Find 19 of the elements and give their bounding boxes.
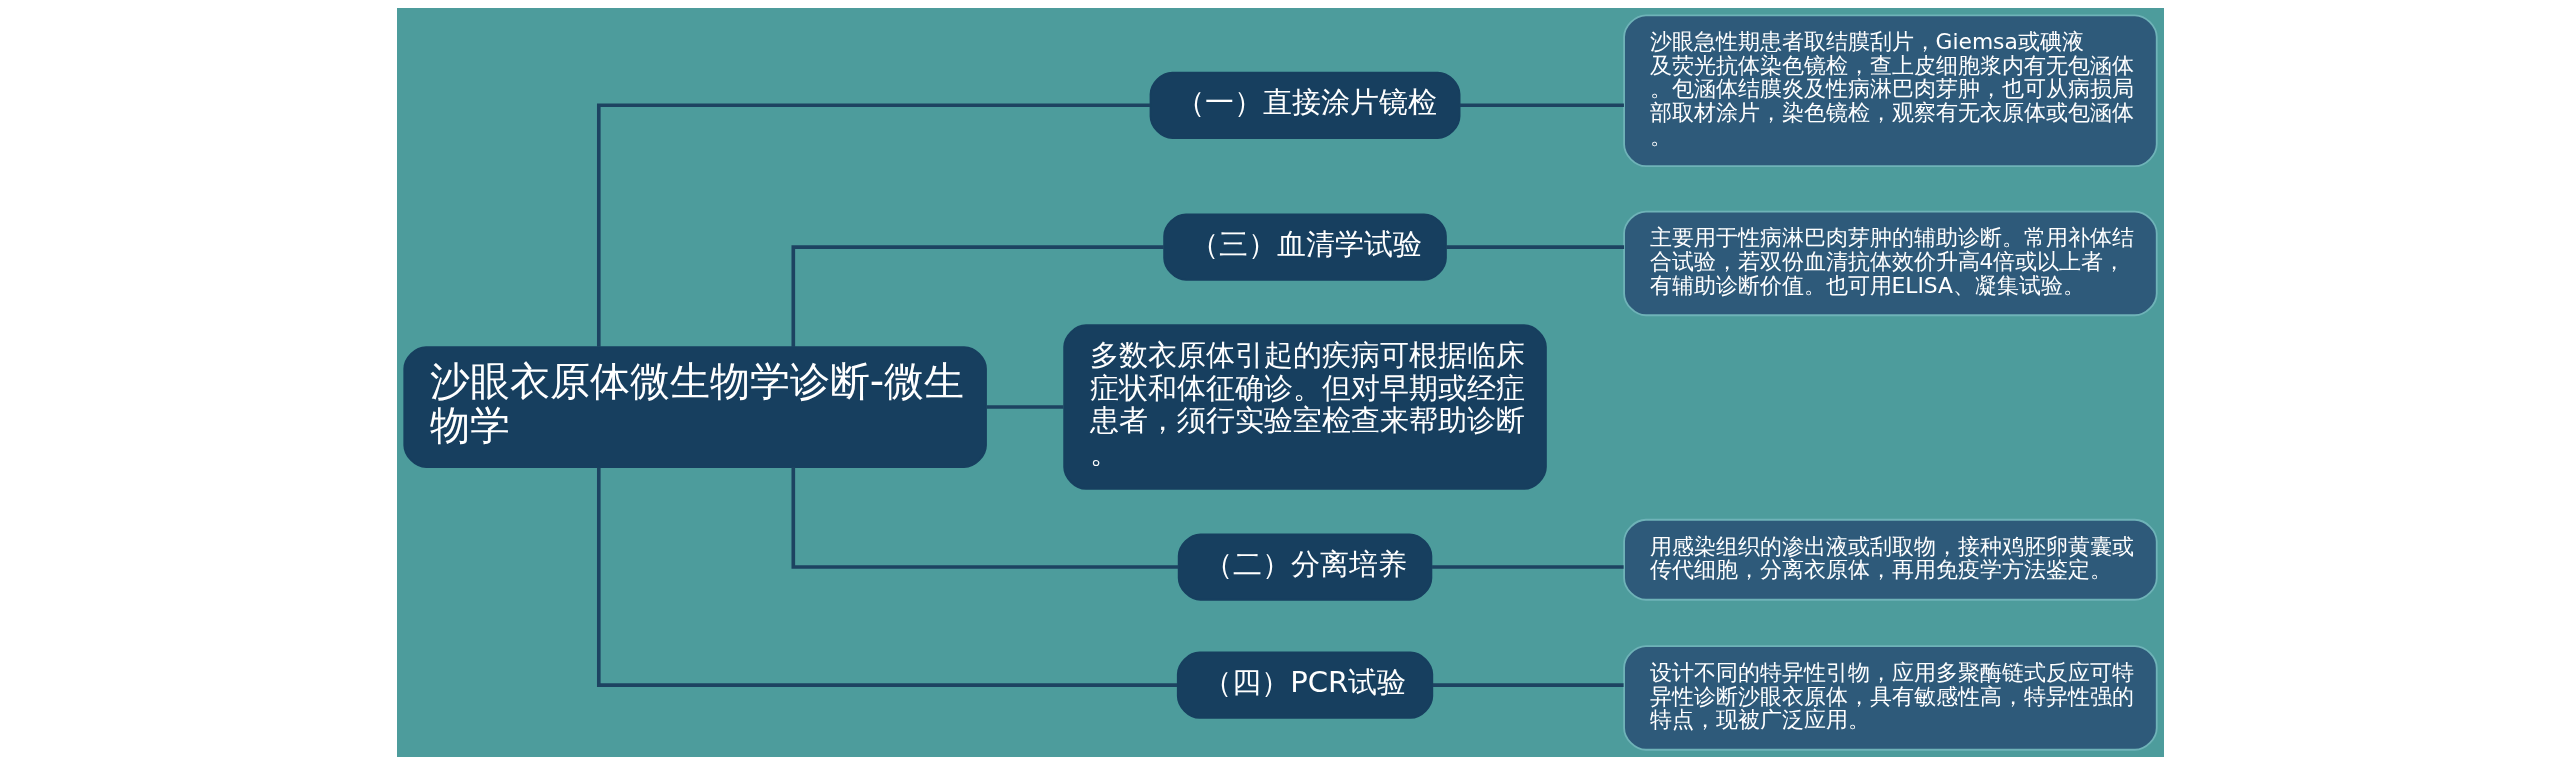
node-box: 主要用于性病淋巴肉芽肿的辅助诊断。常用补体结合试验，若双份血清抗体效价升高4倍或以上者，有辅助诊断价值。也可用ELISA、凝集试验。 <box>1622 210 2158 317</box>
connector <box>1459 103 1624 108</box>
node-box: 设计不同的特异性引物，应用多聚酶链式反应可特异性诊断沙眼衣原体，具有敏感性高，特异性强的特点，现被广泛应用。 <box>1622 645 2158 751</box>
node-box: （四）PCR试验 <box>1176 651 1433 719</box>
connector <box>986 405 1063 409</box>
connector <box>1432 683 1624 687</box>
node-box: 用感染组织的渗出液或刮取物，接种鸡胚卵黄囊或传代细胞，分离衣原体，再用免疫学方法鉴定。 <box>1622 518 2158 601</box>
connector <box>596 467 1177 687</box>
connector <box>1431 565 1624 569</box>
node-box: （二）分离培养 <box>1177 533 1432 601</box>
connector <box>790 245 1164 347</box>
node-box: 沙眼急性期患者取结膜刮片，Giemsa或碘液及荧光抗体染色镜检，查上皮细胞浆内有无包涵体。包涵体结膜炎及性病淋巴肉芽肿，也可从病损局部取材涂片，染色镜检，观察有无衣原体或包涵体。 <box>1622 14 2158 168</box>
node-box: 多数衣原体引起的疾病可根据临床症状和体征确诊。但对早期或经症患者，须行实验室检查来帮助诊断。 <box>1062 324 1547 490</box>
connector <box>1445 245 1624 249</box>
node-box: （一）直接涂片镜检 <box>1149 71 1460 139</box>
node-box: 沙眼衣原体微生物学诊断-微生物学 <box>402 346 987 468</box>
connector <box>596 103 1150 347</box>
node-box: （三）血清学试验 <box>1162 213 1447 281</box>
connector <box>790 467 1179 569</box>
